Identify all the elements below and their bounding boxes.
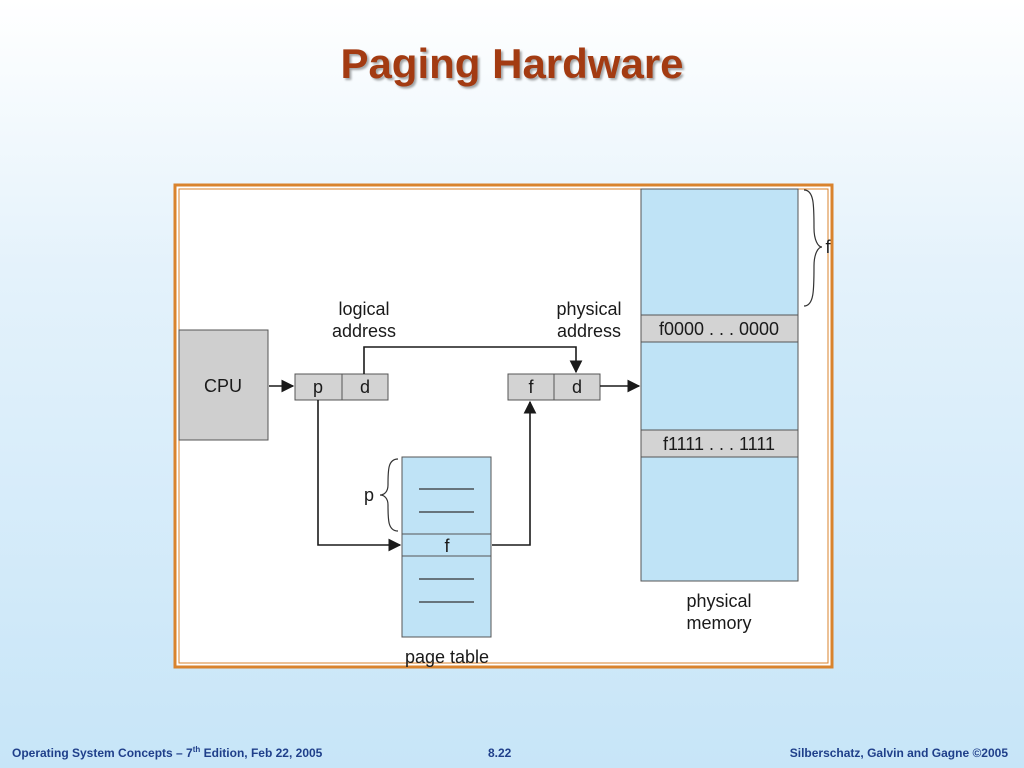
physical-address-label-1: physical — [556, 299, 621, 319]
logical-d-label: d — [360, 377, 370, 397]
cpu-label: CPU — [204, 376, 242, 396]
frame-brace — [803, 189, 823, 307]
connector-arrows — [269, 346, 641, 552]
page-table-label: page table — [405, 647, 489, 667]
logical-address-label-1: logical — [338, 299, 389, 319]
physical-address-box: f d — [507, 373, 601, 401]
physical-memory-label-1: physical — [686, 591, 751, 611]
frame-end-address: f1111 . . . 1111 — [663, 434, 775, 454]
page-table-entry-f: f — [444, 536, 450, 556]
frame-brace-label: f — [825, 237, 831, 257]
page-index-brace — [379, 458, 399, 532]
frame-start-address: f0000 . . . 0000 — [659, 319, 779, 339]
physical-d-label: d — [572, 377, 582, 397]
footer-authors: Silberschatz, Galvin and Gagne ©2005 — [789, 746, 1008, 760]
logical-p-label: p — [313, 377, 323, 397]
footer-page-number: 8.22 — [488, 746, 512, 760]
page-index-label: p — [364, 485, 374, 505]
logical-address-label-2: address — [332, 321, 396, 341]
footer-book-title: Operating System Concepts – 7th Edition,… — [12, 745, 323, 760]
physical-f-label: f — [528, 377, 534, 397]
slide-title: Paging Hardware — [340, 40, 684, 87]
physical-memory-label-2: memory — [686, 613, 751, 633]
physical-memory: f0000 . . . 0000 f1111 . . . 1111 — [640, 188, 799, 582]
cpu-box: CPU — [178, 329, 269, 441]
page-table: f — [401, 456, 492, 638]
physical-address-label-2: address — [557, 321, 621, 341]
logical-address-box: p d — [294, 373, 389, 401]
